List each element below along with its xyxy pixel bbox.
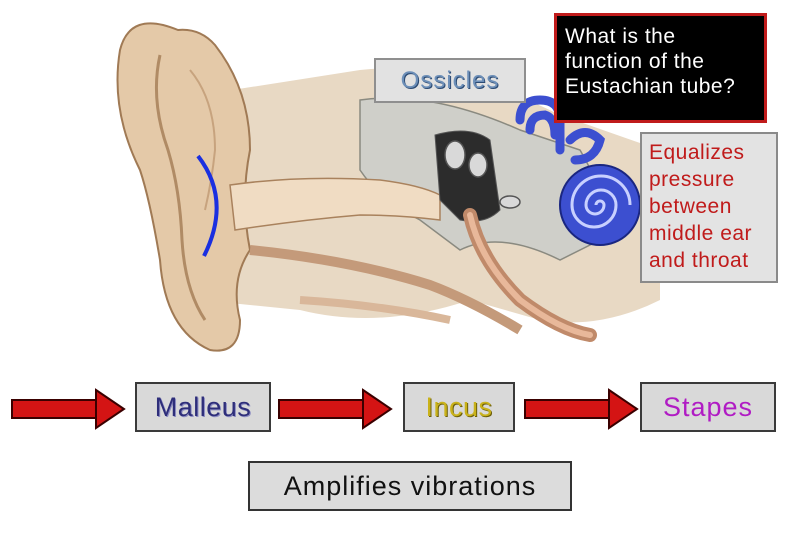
outer-ear-pinna bbox=[116, 22, 252, 352]
malleus-label: Malleus bbox=[135, 382, 271, 432]
question-box: What is the function of the Eustachian t… bbox=[554, 13, 767, 123]
stapes-bone bbox=[499, 195, 521, 209]
eardrum-line bbox=[196, 154, 219, 257]
incus-bone bbox=[468, 152, 488, 178]
answer-box: Equalizes pressure between middle ear an… bbox=[640, 132, 778, 283]
neck-tissue-band bbox=[249, 245, 523, 335]
arrow-to-malleus bbox=[11, 388, 126, 430]
neck-tissue-band-lower bbox=[299, 296, 451, 324]
cochlea-spiral bbox=[570, 174, 632, 229]
eustachian-tube-core bbox=[467, 212, 593, 338]
amplifies-caption: Amplifies vibrations bbox=[248, 461, 572, 511]
stapes-label: Stapes bbox=[640, 382, 776, 432]
pinna-fold-inner bbox=[189, 69, 217, 211]
arrow-malleus-to-incus bbox=[278, 388, 393, 430]
pinna-fold bbox=[154, 54, 207, 321]
incus-label: Incus bbox=[403, 382, 515, 432]
arrow-incus-to-stapes bbox=[524, 388, 639, 430]
ear-canal bbox=[229, 177, 441, 231]
malleus-bone bbox=[444, 140, 466, 170]
ossicles-label: Ossicles bbox=[374, 58, 526, 103]
